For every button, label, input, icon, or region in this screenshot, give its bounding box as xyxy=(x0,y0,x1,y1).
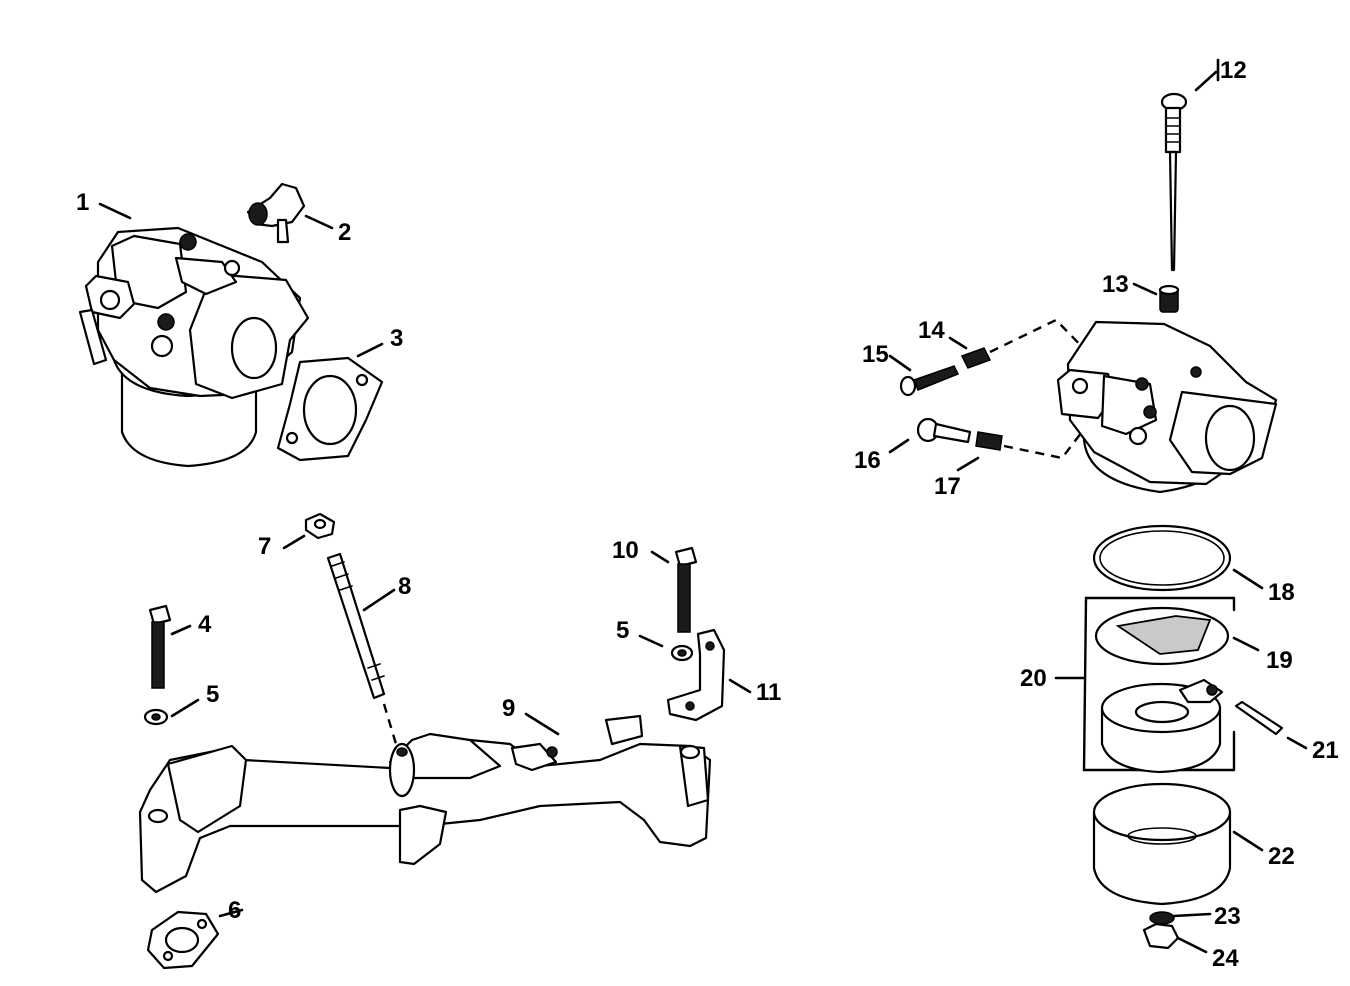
spring-14 xyxy=(960,347,992,369)
float-bowl xyxy=(1092,782,1232,906)
mounting-gasket xyxy=(146,910,220,970)
callout-19: 19 xyxy=(1266,647,1293,674)
callout-22: 22 xyxy=(1268,843,1295,870)
stud-guide-line xyxy=(382,703,398,745)
callout-2: 2 xyxy=(338,219,351,246)
carburetor-assembly xyxy=(78,226,310,468)
float xyxy=(1100,678,1224,774)
spring-17 xyxy=(975,431,1003,451)
callout-13: 13 xyxy=(1102,271,1129,298)
callout-11: 11 xyxy=(756,679,781,706)
washer-5-right xyxy=(670,644,694,662)
stud xyxy=(326,552,386,700)
leader-lines xyxy=(98,58,1308,954)
needle-valve xyxy=(1160,92,1188,272)
callout-10: 10 xyxy=(612,537,639,564)
callout-3: 3 xyxy=(390,325,403,352)
float-pin xyxy=(1234,700,1284,736)
callout-7: 7 xyxy=(258,533,271,560)
carburetor-body xyxy=(1056,320,1278,494)
adjusting-screw-15 xyxy=(899,365,960,397)
spring-13 xyxy=(1158,284,1180,313)
callout-12: 12 xyxy=(1220,57,1247,84)
intake-manifold xyxy=(138,714,712,894)
callout-8: 8 xyxy=(398,573,411,600)
elbow-fitting xyxy=(246,182,306,244)
callout-14: 14 xyxy=(918,317,945,344)
callout-15: 15 xyxy=(862,341,889,368)
screw-guide-lower xyxy=(1003,423,1089,460)
callout-16: 16 xyxy=(854,447,881,474)
nut xyxy=(304,512,336,540)
callout-23: 23 xyxy=(1214,903,1241,930)
callout-21: 21 xyxy=(1312,737,1339,764)
bolt-10 xyxy=(674,546,698,633)
float-gasket xyxy=(1094,606,1230,666)
callout-24: 24 xyxy=(1212,945,1239,972)
bolt-4 xyxy=(148,604,172,689)
bowl-washer xyxy=(1149,911,1175,925)
callout-4: 4 xyxy=(198,611,212,638)
washer-5-left xyxy=(143,708,169,726)
adjusting-screw-16 xyxy=(916,417,972,444)
callout-5-right: 5 xyxy=(616,617,629,644)
callout-5-left: 5 xyxy=(206,681,219,708)
callout-20: 20 xyxy=(1020,665,1047,692)
bracket xyxy=(666,628,726,722)
flange-gasket xyxy=(276,356,384,462)
callout-17: 17 xyxy=(934,473,961,500)
o-ring xyxy=(1092,524,1232,592)
callout-1: 1 xyxy=(76,189,89,216)
callout-9: 9 xyxy=(502,695,515,722)
callout-6: 6 xyxy=(228,897,241,924)
bowl-nut xyxy=(1142,922,1180,950)
callout-18: 18 xyxy=(1268,579,1295,606)
